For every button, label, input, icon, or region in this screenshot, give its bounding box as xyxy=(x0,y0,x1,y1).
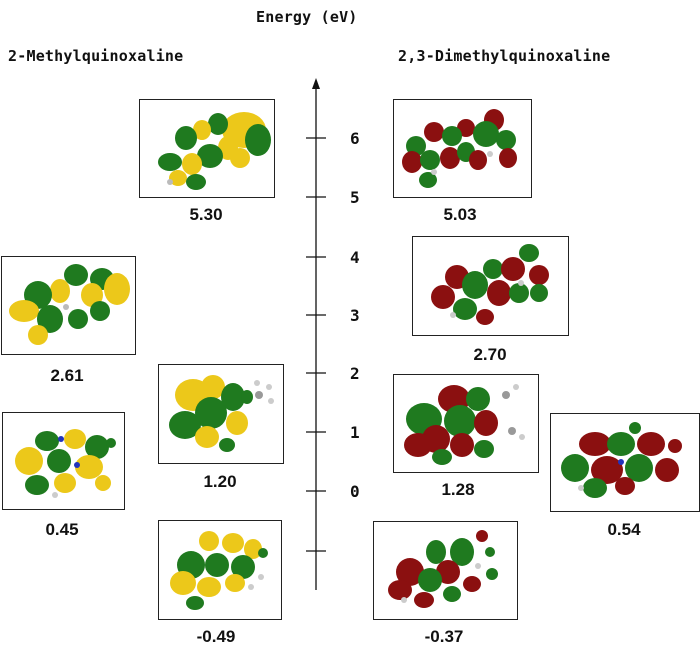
orbital-value-left-5.30: 5.30 xyxy=(189,205,223,224)
orbital-image-left--0.49 xyxy=(158,520,282,620)
tick-label-5: 5 xyxy=(350,188,360,207)
tick-label-6: 6 xyxy=(350,129,360,148)
orbital-value-right-2.70: 2.70 xyxy=(473,345,507,364)
tick-label-4: 4 xyxy=(350,248,360,267)
orbital-image-left-0.45 xyxy=(2,412,125,510)
orbital-value-left-2.61: 2.61 xyxy=(50,366,84,385)
left-molecule-title: 2-Methylquinoxaline xyxy=(8,47,184,65)
tick-label-1: 1 xyxy=(350,423,360,442)
orbital-image-right-0.54 xyxy=(550,413,700,512)
orbital-value-left--0.49: -0.49 xyxy=(196,627,236,646)
tick-label-2: 2 xyxy=(350,364,360,383)
tick-label-0: 0 xyxy=(350,482,360,501)
orbital-image-left-5.30 xyxy=(139,99,275,198)
tick-label-3: 3 xyxy=(350,306,360,325)
orbital-image-right-1.28 xyxy=(393,374,539,473)
orbital-value-left-0.45: 0.45 xyxy=(45,520,79,539)
orbital-image-right-2.70 xyxy=(412,236,569,336)
axis-title: Energy (eV) xyxy=(256,8,358,26)
orbital-image-left-2.61 xyxy=(1,256,136,355)
orbital-image-right--0.37 xyxy=(373,521,518,620)
orbital-value-right-5.03: 5.03 xyxy=(443,205,477,224)
orbital-image-left-1.20 xyxy=(158,364,284,464)
orbital-image-right-5.03 xyxy=(393,99,532,198)
orbital-value-left-1.20: 1.20 xyxy=(203,472,237,491)
orbital-value-right-1.28: 1.28 xyxy=(441,480,475,499)
right-molecule-title: 2,3-Dimethylquinoxaline xyxy=(398,47,611,65)
orbital-value-right--0.37: -0.37 xyxy=(424,627,464,646)
axis-arrowhead xyxy=(312,78,320,89)
orbital-value-right-0.54: 0.54 xyxy=(607,520,641,539)
